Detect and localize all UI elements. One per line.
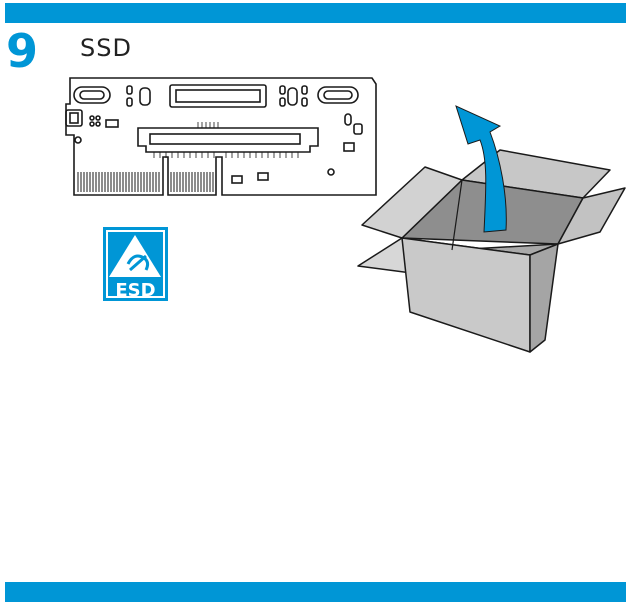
esd-label: ESD (115, 280, 155, 301)
step-title: SSD (80, 34, 132, 62)
ssd-board-icon (65, 77, 377, 196)
step-number: 9 (6, 24, 38, 78)
lift-arrow-icon (455, 105, 507, 233)
top-banner (5, 3, 626, 23)
esd-warning-icon (103, 227, 168, 301)
bottom-banner (5, 582, 626, 602)
open-box-icon (357, 149, 626, 353)
